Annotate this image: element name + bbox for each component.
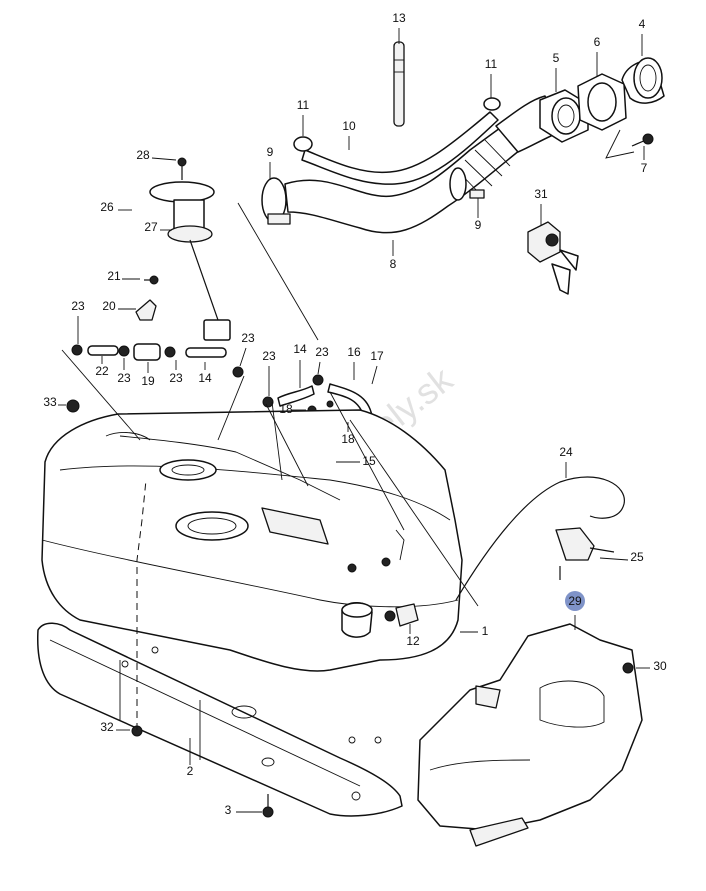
callout-number: 2 — [187, 764, 194, 778]
callout-number: 23 — [315, 345, 329, 359]
callout-number: 23 — [117, 371, 131, 385]
callout-leader — [151, 157, 177, 161]
callout-number: 4 — [639, 17, 646, 31]
callout-number: 24 — [559, 445, 573, 459]
skid-plate-bolt — [262, 794, 274, 818]
door-lock-assembly — [527, 221, 579, 295]
callout-leader — [317, 361, 321, 375]
hose-clamp — [293, 136, 313, 152]
heat-shield — [417, 623, 643, 847]
callout-number: 27 — [144, 220, 158, 234]
callout-number: 6 — [594, 35, 601, 49]
drain-hose — [455, 476, 625, 601]
callout-number: 14 — [293, 342, 307, 356]
fuel-sender-unit — [149, 157, 231, 341]
tank-nut — [66, 399, 80, 413]
callout-number: 23 — [262, 349, 276, 363]
callout-number: 30 — [653, 659, 667, 673]
filler-gasket — [577, 73, 627, 131]
callout-number: 19 — [141, 374, 155, 388]
bracket-bolt — [144, 275, 159, 285]
fuel-tank — [41, 409, 463, 672]
callout-number: 3 — [225, 803, 232, 817]
hose-clamp — [483, 97, 501, 111]
filler-bolt — [631, 133, 654, 147]
callout-leader — [371, 365, 378, 385]
callout-number: 31 — [534, 187, 548, 201]
vent-hose — [277, 385, 315, 407]
callout-number: 16 — [347, 345, 361, 359]
callout-number: 29 — [568, 594, 582, 608]
fuel-line-assembly — [71, 343, 244, 378]
callout-number: 14 — [198, 371, 212, 385]
callout-leader — [239, 347, 247, 367]
callout-number: 10 — [342, 119, 356, 133]
callout-number: 32 — [100, 720, 114, 734]
hose-clamp-tab — [469, 189, 485, 199]
callout-number: 28 — [136, 148, 150, 162]
callout-number: 9 — [267, 145, 274, 159]
hose-clip — [262, 396, 274, 408]
callout-number: 8 — [390, 257, 397, 271]
strap-band — [393, 41, 405, 127]
callout-number: 5 — [553, 51, 560, 65]
hose-clamp-bracket — [555, 527, 615, 580]
highlighted-callout-marker — [565, 591, 585, 611]
callout-number: 33 — [43, 395, 57, 409]
fuel-cap — [621, 57, 665, 104]
callout-number: 23 — [169, 371, 183, 385]
callout-number: 15 — [362, 454, 376, 468]
callout-number: 23 — [241, 331, 255, 345]
callout-number: 11 — [297, 98, 310, 112]
callout-number: 18 — [341, 432, 355, 446]
callout-number: 25 — [630, 550, 644, 564]
callout-number: 7 — [641, 161, 648, 175]
callout-number: 18 — [279, 402, 293, 416]
hose-clamp-tab — [267, 213, 291, 225]
mount-bracket — [135, 299, 157, 321]
callout-number: 26 — [100, 200, 114, 214]
callout-number: 17 — [370, 349, 384, 363]
hose-clip — [312, 374, 324, 386]
callout-number: 13 — [392, 11, 406, 25]
callout-number: 20 — [102, 299, 116, 313]
tank-skid-plate — [37, 622, 403, 817]
callout-number: 11 — [485, 57, 498, 71]
callout-number: 12 — [406, 634, 420, 648]
callout-number: 23 — [71, 299, 85, 313]
callout-number: 1 — [482, 624, 489, 638]
hose-clamp — [449, 167, 467, 201]
filler-neck — [539, 89, 589, 143]
callout-number: 21 — [107, 269, 121, 283]
hose-clip — [326, 400, 334, 408]
breather-hose — [301, 111, 499, 185]
callout-number: 9 — [475, 218, 482, 232]
callout-leader — [599, 557, 629, 561]
callout-number: 22 — [95, 364, 109, 378]
assembly-leader-lines — [61, 129, 635, 730]
